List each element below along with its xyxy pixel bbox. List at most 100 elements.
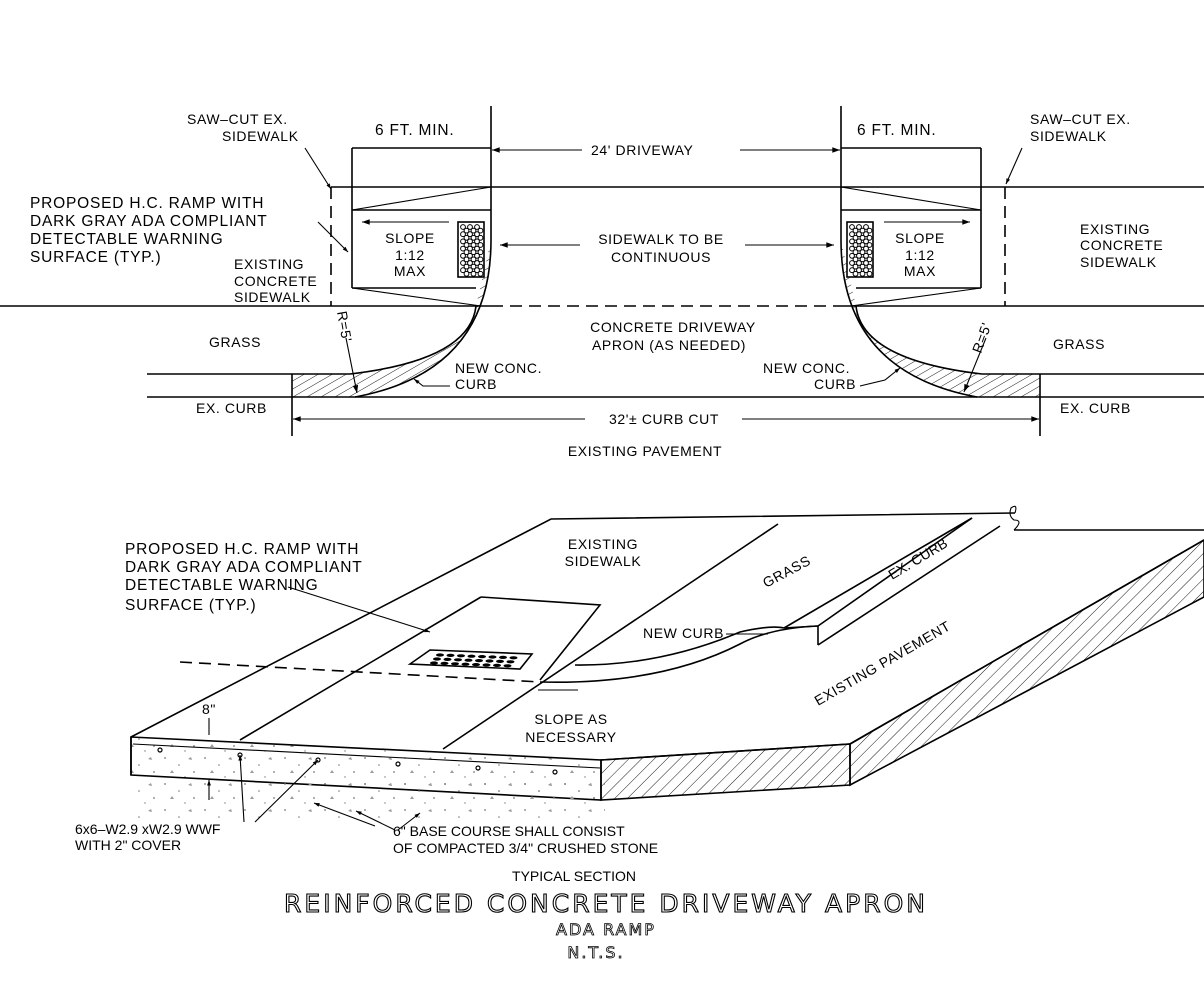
section-warning-dome: [443, 657, 452, 662]
warning-dome: [849, 260, 855, 266]
warning-dome: [866, 249, 873, 256]
saw-cut-leader-left: [304, 147, 332, 190]
section-warning-dome: [485, 659, 494, 663]
slope-right-l3: MAX: [904, 263, 936, 279]
ramp-dashed-line: [179, 661, 541, 683]
warning-dots-left: [460, 224, 484, 277]
warning-dome: [460, 267, 466, 274]
section-warning-dome: [451, 662, 459, 666]
warning-dome: [477, 270, 484, 277]
warning-dome: [467, 245, 473, 252]
continuous-l2: CONTINUOUS: [611, 249, 711, 265]
section-warning-dome: [475, 659, 483, 663]
ramp-left-flare-top: [351, 186, 492, 211]
warning-dome: [470, 234, 477, 241]
section-new-curb-label: NEW CURB: [643, 625, 724, 641]
warning-dome: [863, 231, 869, 238]
curb-return-right-inner: [855, 305, 983, 375]
curb-return-left-inner: [349, 305, 477, 375]
section-warning-dome: [503, 664, 512, 668]
saw-cut-left-l1: SAW–CUT EX.: [187, 111, 288, 127]
warning-dome: [463, 242, 470, 248]
min-right-label: 6 FT. MIN.: [857, 122, 936, 139]
base-leader-2: [397, 812, 421, 831]
warning-dome: [463, 227, 470, 234]
section-base-l1: 6" BASE COURSE SHALL CONSIST: [393, 823, 625, 839]
ex-curb-back-line: [783, 517, 973, 629]
ex-curb-front-line: [817, 525, 1001, 646]
ex-sw-left-l3: SIDEWALK: [234, 289, 311, 305]
nts-label: N.T.S.: [567, 943, 624, 962]
warning-dome: [470, 249, 477, 256]
new-curb-right-l2: CURB: [814, 376, 856, 392]
warning-dome: [474, 238, 480, 245]
warning-dome: [852, 263, 859, 270]
ramp-left-flare-bottom: [351, 287, 482, 307]
ex-sw-left-l1: EXISTING: [234, 256, 304, 272]
warning-dome: [859, 256, 866, 263]
warning-dome: [863, 245, 869, 252]
warning-dome: [477, 256, 484, 263]
new-curb-top-line: [539, 517, 973, 684]
new-curb-right-l1: NEW CONC.: [763, 360, 850, 376]
radius-leader-right: [963, 337, 987, 393]
section-warning-dome: [499, 655, 507, 660]
warning-dome: [849, 231, 855, 238]
section-view: PROPOSED H.C. RAMP WITH DARK GRAY ADA CO…: [75, 505, 1204, 856]
new-curb-left-l2: CURB: [455, 376, 497, 392]
slope-left-l2: 1:12: [395, 247, 425, 263]
warning-dome: [474, 245, 480, 252]
wwf-leader-1: [238, 754, 245, 823]
section-warning-dome: [430, 661, 438, 665]
warning-dome: [467, 260, 473, 266]
section-warning-dome: [457, 654, 465, 658]
warning-dome: [467, 267, 473, 274]
warning-dome: [856, 245, 862, 252]
warning-dots-right: [849, 224, 873, 277]
new-curb-left-l1: NEW CONC.: [455, 360, 542, 376]
section-base-l2: OF COMPACTED 3/4" CRUSHED STONE: [393, 840, 658, 856]
warning-dome: [460, 252, 466, 259]
warning-dome: [859, 242, 866, 248]
warning-dome: [477, 249, 484, 256]
sidewalk-front-outline: [239, 596, 482, 741]
section-warning-dome: [454, 658, 462, 662]
curb-return-right-hatch: [841, 240, 1040, 397]
sidewalk-back-outline: [130, 512, 1016, 738]
ramp-right-flare-bottom: [850, 287, 982, 307]
section-ex-sw-l2: SIDEWALK: [565, 553, 642, 569]
slope-left-l1: SLOPE: [385, 230, 435, 246]
warning-dome: [477, 263, 484, 270]
warning-dome: [470, 242, 477, 248]
warning-dome: [463, 234, 470, 241]
rebar-dot: [157, 747, 163, 753]
warning-dome: [467, 231, 473, 238]
curb-return-right-outer: [840, 239, 978, 398]
warning-dome: [477, 234, 484, 241]
title-block: TYPICAL SECTION REINFORCED CONCRETE DRIV…: [283, 868, 928, 962]
warning-dome: [477, 242, 484, 248]
section-wwf-l2: WITH 2" COVER: [75, 837, 181, 853]
saw-cut-leader-right: [1005, 147, 1023, 185]
plan-ramp-l4: SURFACE (TYP.): [30, 249, 162, 266]
saw-cut-right-l1: SAW–CUT EX.: [1030, 111, 1131, 127]
section-ramp-leader: [287, 586, 431, 633]
warning-dome: [463, 270, 470, 277]
warning-dome: [866, 227, 873, 234]
rebar-dot: [552, 769, 558, 775]
section-warning-dome: [472, 663, 480, 667]
main-title: REINFORCED CONCRETE DRIVEWAY APRON: [284, 889, 928, 918]
plan-view: SAW–CUT EX. SIDEWALK 6 FT. MIN. 24' DRIV…: [0, 106, 1204, 459]
warning-dome: [470, 256, 477, 263]
warning-dome: [849, 267, 855, 274]
sub-title: ADA RAMP: [556, 920, 656, 939]
warning-dome: [467, 238, 473, 245]
section-ramp-l4: SURFACE (TYP.): [125, 597, 257, 614]
ex-sw-right-l1: EXISTING: [1080, 221, 1150, 237]
section-warning-dome: [506, 660, 515, 664]
rebar-dot: [395, 761, 401, 767]
radius-left-label: R=5': [334, 310, 355, 343]
min-left-label: 6 FT. MIN.: [375, 122, 454, 139]
pavement-side-hatch: [849, 539, 1204, 787]
